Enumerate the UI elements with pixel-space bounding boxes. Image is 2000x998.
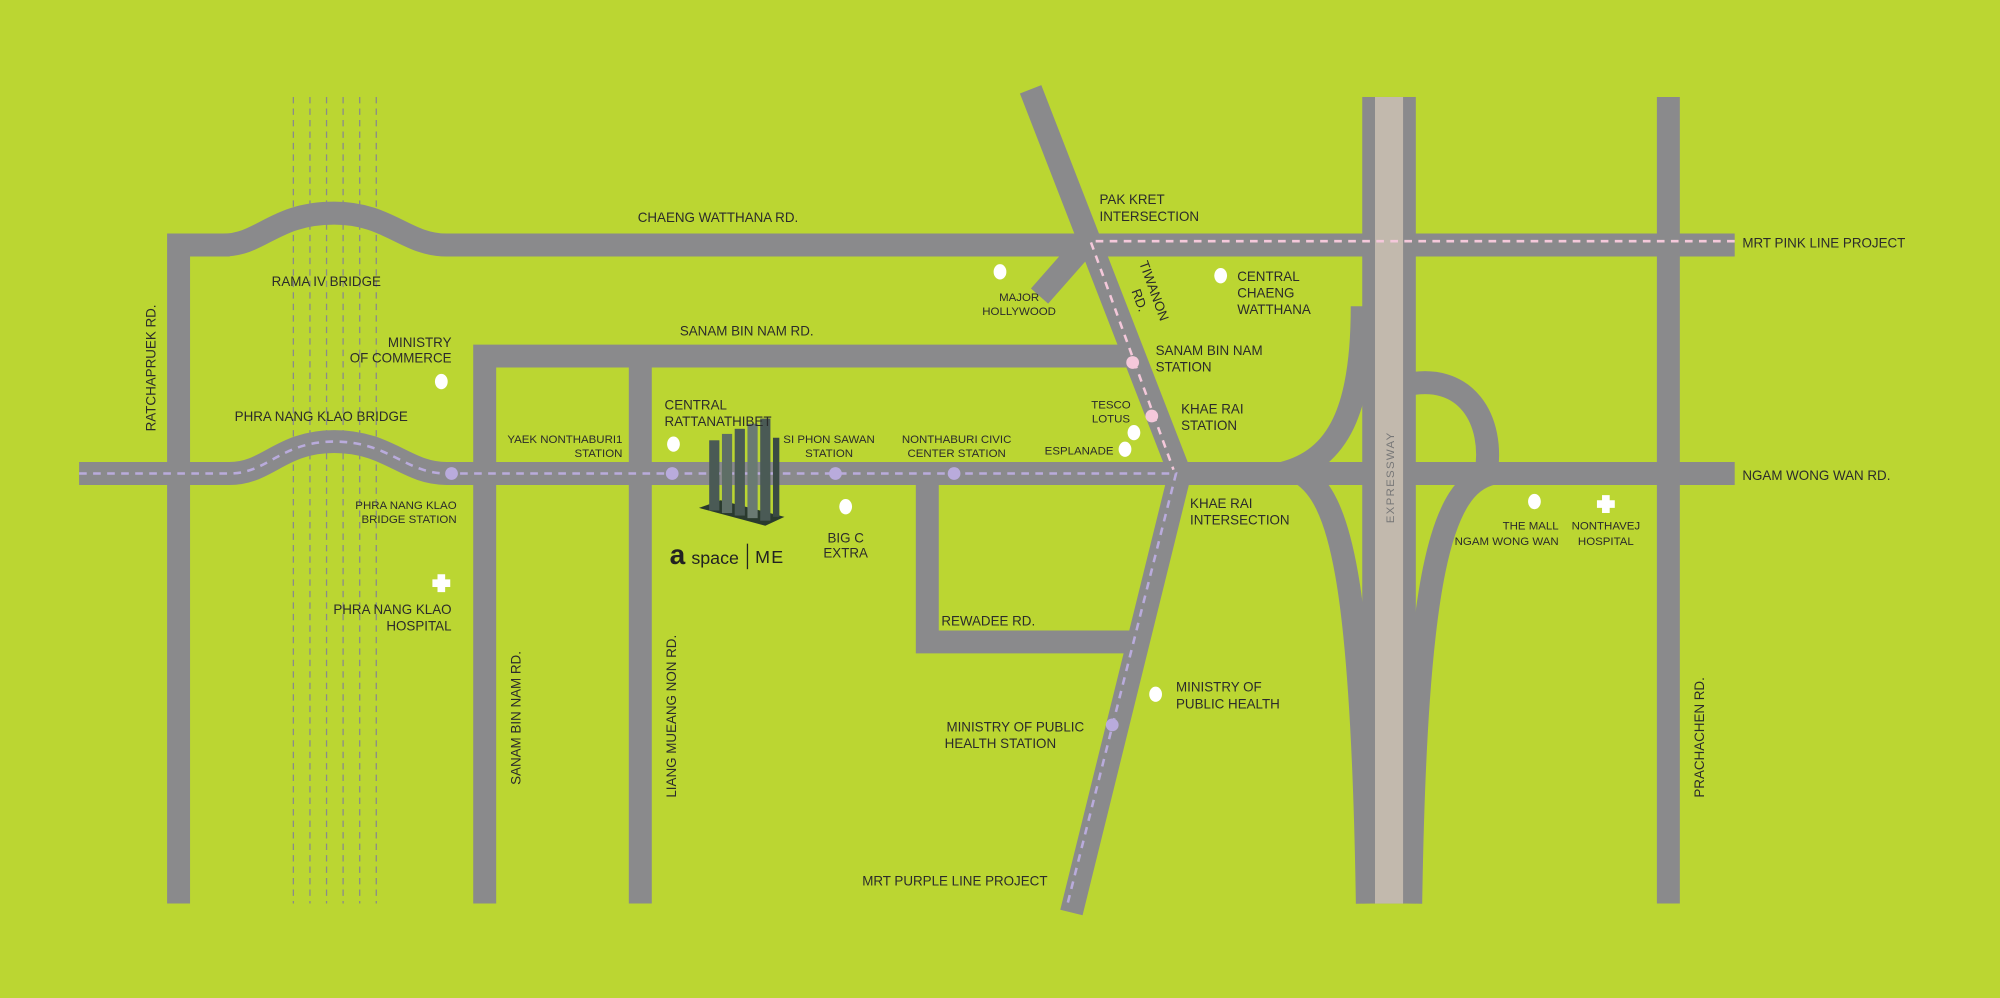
station-dot — [1126, 356, 1140, 369]
map-label: STATION — [1156, 359, 1212, 374]
poi-dot — [667, 436, 680, 452]
tiwanon-road — [1019, 85, 1192, 916]
ratchapruek-road — [167, 233, 230, 904]
poi-markers — [432, 264, 1615, 702]
label-chaeng-watthana: CHAENG WATTHANA RD. — [638, 210, 798, 225]
map-label: HEALTH STATION — [945, 736, 1056, 751]
poi-dot — [1127, 424, 1141, 441]
map-label: SANAM BIN NAM — [1156, 343, 1263, 358]
map-label: CENTRAL — [665, 398, 727, 413]
map-label: HOSPITAL — [1578, 536, 1634, 548]
map-label: EXTRA — [823, 546, 868, 561]
map-label: ESPLANADE — [1045, 445, 1114, 457]
hospital-cross-icon — [1596, 495, 1615, 514]
map-label: INTERSECTION — [1190, 513, 1290, 528]
map-label: YAEK NONTHABURI1 — [507, 434, 622, 446]
label-expressway: EXPRESSWAY — [1385, 431, 1397, 523]
station-dot — [1145, 409, 1159, 423]
map-label: BIG C — [827, 530, 864, 545]
label-pink-line: MRT PINK LINE PROJECT — [1742, 236, 1905, 251]
map-label: BRIDGE STATION — [362, 514, 457, 526]
project-logo: a space ME — [670, 539, 784, 570]
map-label: STATION — [805, 448, 853, 460]
map-label: PHRA NANG KLAO — [333, 602, 451, 617]
station-dot — [1105, 718, 1119, 732]
poi-dot — [993, 264, 1007, 280]
map-label: HOSPITAL — [386, 618, 451, 633]
river-bridge-lines — [292, 96, 377, 904]
map-label: a — [670, 539, 686, 570]
purple-stations — [445, 467, 1119, 732]
place-labels: RAMA IV BRIDGE PHRA NANG KLAO BRIDGE MIN… — [235, 192, 1640, 751]
interchange-ramp-nw — [1278, 306, 1374, 485]
map-label: RAMA IV BRIDGE — [272, 274, 381, 289]
map-label: STATION — [574, 448, 622, 460]
poi-dot — [1118, 441, 1132, 457]
map-label: THE MALL — [1503, 521, 1559, 533]
hospital-cross-icon — [432, 574, 451, 593]
map-label: INTERSECTION — [1099, 209, 1199, 224]
project-building-image — [698, 418, 785, 526]
map-label: TESCO — [1091, 399, 1131, 411]
map-label: ME — [755, 547, 784, 567]
expressway-surface — [1375, 96, 1404, 904]
station-dot — [829, 467, 842, 480]
map-label: OF COMMERCE — [350, 350, 452, 365]
poi-dot — [1214, 268, 1228, 284]
map-label: space — [691, 548, 739, 568]
map-label: PUBLIC HEALTH — [1176, 696, 1280, 711]
label-purple-line: MRT PURPLE LINE PROJECT — [862, 874, 1047, 889]
map-label: CENTER STATION — [907, 448, 1005, 460]
map-label: MINISTRY OF PUBLIC — [946, 719, 1084, 734]
chaeng-watthana-road — [222, 201, 1735, 257]
label-sanam-bin-nam: SANAM BIN NAM RD. — [680, 324, 814, 339]
map-label: KHAE RAI — [1181, 401, 1243, 416]
station-dot — [947, 467, 961, 480]
label-rewadee: REWADEE RD. — [941, 613, 1035, 628]
map-label: PAK KRET — [1099, 192, 1164, 207]
map-label: NONTHABURI CIVIC — [902, 434, 1012, 446]
label-sanam-bin-nam-vertical: SANAM BIN NAM RD. — [508, 651, 523, 785]
map-label: MINISTRY OF — [1176, 680, 1262, 695]
map-label: KHAE RAI — [1190, 496, 1252, 511]
road-labels: CHAENG WATTHANA RD. SANAM BIN NAM RD. RA… — [144, 210, 1906, 889]
map-label: PHRA NANG KLAO — [355, 500, 456, 512]
label-liang-mueang-non: LIANG MUEANG NON RD. — [664, 635, 679, 798]
station-dot — [445, 467, 458, 480]
label-tiwanon-rd: RD. — [1129, 287, 1151, 314]
poi-dot — [434, 373, 448, 390]
map-label: WATTHANA — [1237, 302, 1311, 317]
map-label: PHRA NANG KLAO BRIDGE — [235, 409, 408, 424]
map-label: CENTRAL — [1237, 269, 1299, 284]
map-label: LOTUS — [1092, 413, 1131, 425]
map-label: STATION — [1181, 418, 1237, 433]
map-label: MINISTRY — [388, 335, 452, 350]
map-label: HOLLYWOOD — [982, 306, 1056, 318]
map-label: NONTHAVEJ — [1572, 521, 1641, 533]
map-label: SI PHON SAWAN — [783, 434, 875, 446]
pink-stations — [1126, 356, 1159, 423]
map-label: RATTANATHIBET — [665, 414, 772, 429]
map-label: CHAENG — [1237, 285, 1294, 300]
label-prachachen: PRACHACHEN RD. — [1692, 677, 1707, 797]
map-label: NGAM WONG WAN — [1455, 536, 1559, 548]
poi-dot — [1528, 493, 1541, 510]
station-dot — [665, 467, 679, 480]
poi-dot — [839, 499, 853, 515]
interchange-loop — [1400, 371, 1500, 476]
map-label: MAJOR — [999, 292, 1039, 304]
label-ratchapruek: RATCHAPRUEK RD. — [144, 304, 159, 431]
label-ngam-wong-wan: NGAM WONG WAN RD. — [1742, 468, 1890, 483]
poi-dot — [1149, 686, 1162, 702]
roads — [79, 85, 1735, 916]
major-hollywood-spur — [1030, 234, 1096, 304]
rewadee-road — [915, 473, 1138, 654]
pink-line — [1088, 239, 1735, 471]
sanam-bin-nam-road — [473, 344, 1129, 904]
